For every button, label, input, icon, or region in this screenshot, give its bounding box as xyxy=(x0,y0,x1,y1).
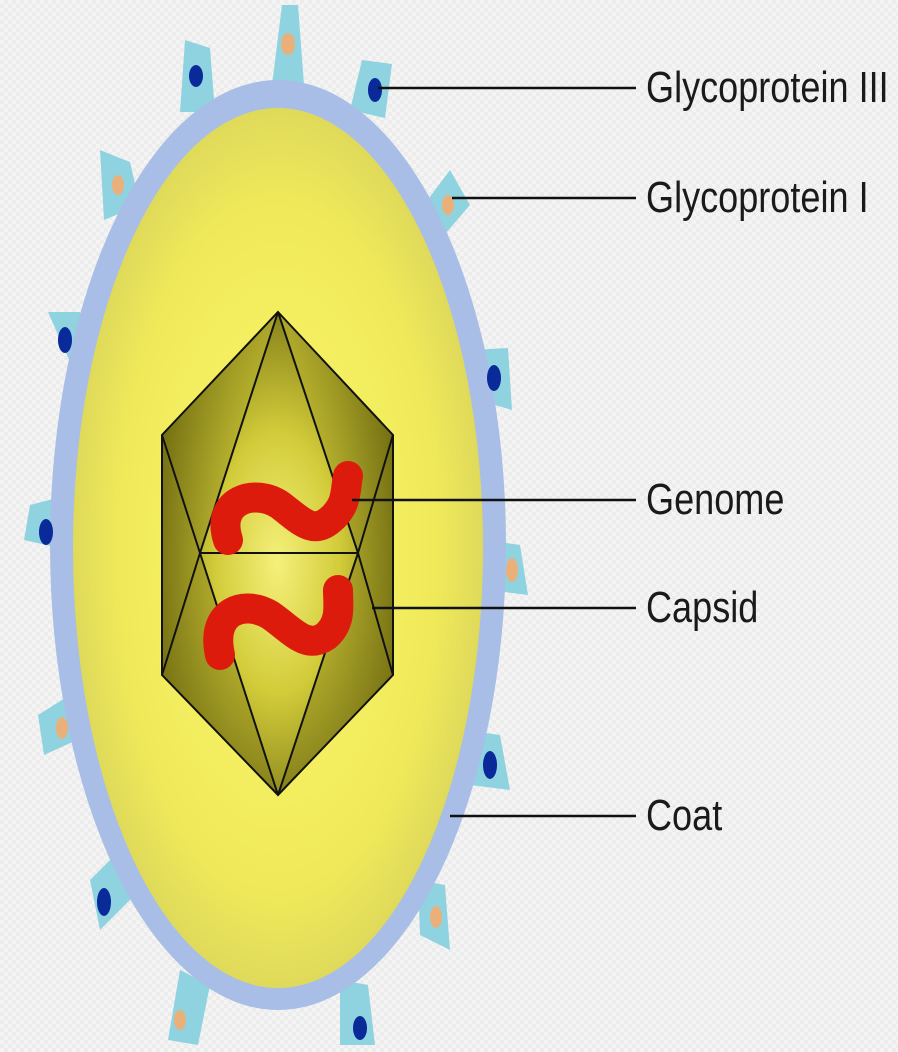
glycoprotein-iii-dot xyxy=(483,751,497,779)
glycoprotein-iii-dot xyxy=(39,519,53,545)
label-coat: Coat xyxy=(646,794,722,838)
glycoprotein-iii-dot xyxy=(97,888,111,916)
glycoprotein-i-dot xyxy=(430,906,442,928)
glycoprotein-i-dot xyxy=(506,558,518,582)
label-capsid: Capsid xyxy=(646,586,758,630)
glycoprotein-iii-dot xyxy=(368,78,382,102)
glycoprotein-i-dot xyxy=(281,33,295,55)
label-genome: Genome xyxy=(646,478,784,522)
glycoprotein-iii-dot xyxy=(189,65,203,87)
label-glycoprotein-iii: Glycoprotein III xyxy=(646,66,889,110)
glycoprotein-i-dot xyxy=(112,175,124,195)
glycoprotein-iii-dot xyxy=(58,327,72,353)
label-glycoprotein-i: Glycoprotein I xyxy=(646,176,869,220)
glycoprotein-i-dot xyxy=(56,717,68,739)
glycoprotein-i-dot xyxy=(174,1010,186,1030)
glycoprotein-iii-dot xyxy=(487,365,501,391)
glycoprotein-iii-dot xyxy=(353,1016,367,1040)
